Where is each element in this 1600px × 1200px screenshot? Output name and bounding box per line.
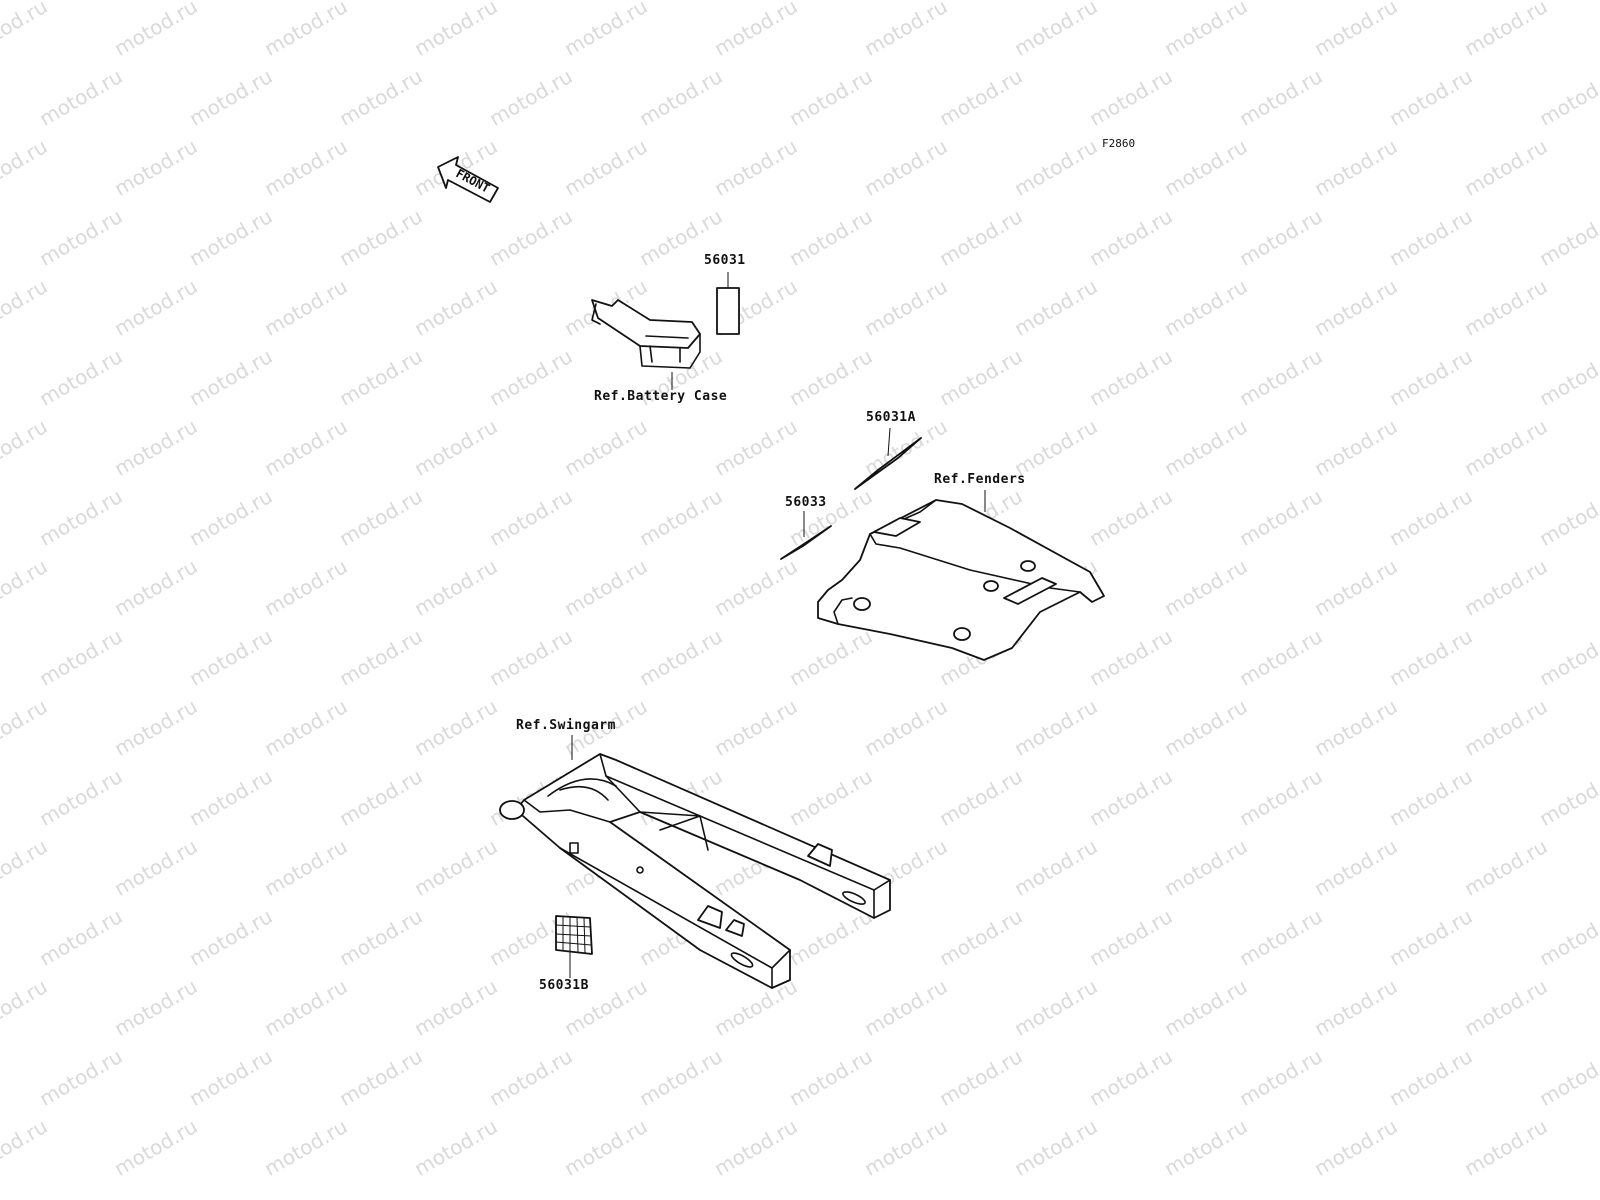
battery-case-drawing xyxy=(591,299,701,369)
ref-battery-case-label[interactable]: Ref.Battery Case xyxy=(594,389,728,404)
label-sticker-56031B xyxy=(555,915,593,955)
label-sticker-56031 xyxy=(716,287,740,335)
ref-fenders-label[interactable]: Ref.Fenders xyxy=(934,472,1026,487)
ref-swingarm-label[interactable]: Ref.Swingarm xyxy=(516,718,616,733)
part-number-56031[interactable]: 56031 xyxy=(704,253,746,268)
diagram-code: F2860 xyxy=(1102,137,1136,150)
part-number-56033[interactable]: 56033 xyxy=(785,495,827,510)
label-sticker-56031A xyxy=(854,437,922,490)
part-number-56031A[interactable]: 56031A xyxy=(866,410,916,425)
part-number-56031B[interactable]: 56031B xyxy=(539,978,589,993)
leader-56031A xyxy=(887,427,891,457)
fender-drawing xyxy=(817,499,1105,661)
swingarm-drawing xyxy=(499,753,891,989)
front-arrow-icon: FRONT xyxy=(437,156,499,203)
label-sticker-56033 xyxy=(780,525,832,560)
